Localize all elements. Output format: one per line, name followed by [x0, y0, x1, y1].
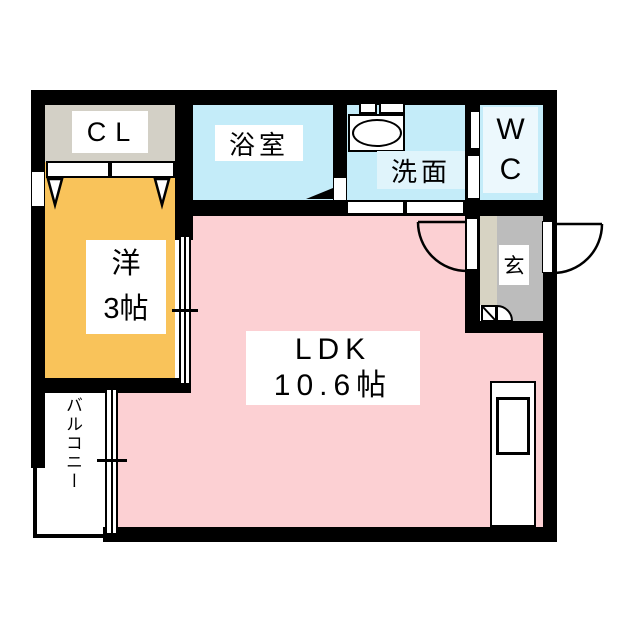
wall-right	[543, 90, 557, 542]
washroom-label: 洗面	[377, 151, 465, 189]
ldk-label-line2: 10.6帖	[273, 369, 393, 402]
ldk-label: LDK 10.6帖	[246, 331, 420, 405]
closet-label-text: CL	[86, 116, 140, 147]
balcony-label: バルコニー	[59, 396, 85, 530]
front-door-leaf	[542, 221, 553, 273]
toilet-label-line1: W	[496, 113, 525, 146]
western-room-label-line2: 3帖	[103, 293, 149, 325]
kitchen-sink	[496, 397, 530, 455]
entrance-step-square-icon	[481, 305, 497, 322]
front-door-arc	[552, 223, 604, 275]
closet-door-panel-left	[46, 161, 110, 178]
closet-label: CL	[72, 111, 148, 153]
entrance-step-diagonal-icon	[481, 305, 497, 322]
wall-below-entrance	[465, 321, 557, 333]
window-gap-left-wall	[32, 172, 44, 206]
ldk-floor-left	[118, 393, 191, 527]
washbasin-bowl	[352, 119, 402, 147]
toilet-door-bar-lower	[468, 156, 479, 198]
washroom-threshold-left	[348, 202, 403, 213]
wall-top	[31, 90, 557, 105]
balcony-window-tick	[97, 459, 127, 462]
bathroom-door-gap	[334, 178, 346, 200]
wall-western-room-bottom	[31, 378, 191, 393]
toilet-label-line2: C	[499, 153, 522, 186]
wall-bottom	[103, 527, 557, 542]
wall-bathroom-washroom	[333, 105, 347, 200]
wall-closet-bathroom	[175, 105, 193, 240]
ldk-label-line1: LDK	[294, 333, 372, 366]
closet-door-panel-right	[110, 161, 175, 178]
vanity-top-left	[359, 102, 377, 114]
entrance-label: 玄	[499, 245, 529, 285]
washroom-label-text: 洗面	[390, 156, 451, 187]
toilet-door-bar-upper	[471, 112, 479, 148]
entrance-label-text: 玄	[503, 255, 525, 278]
balcony-label-text: バルコニー	[63, 396, 82, 491]
washroom-threshold-right	[407, 202, 463, 213]
western-room-label: 洋 3帖	[86, 240, 166, 334]
hall-door-leaf	[466, 218, 478, 270]
toilet-label: W C	[483, 107, 538, 193]
bathroom-label: 浴室	[215, 125, 303, 161]
entrance-step-strip	[480, 216, 497, 305]
wall-left	[31, 90, 45, 468]
bathroom-label-text: 浴室	[228, 129, 289, 160]
vanity-top-right	[379, 102, 405, 114]
western-room-door-tick	[172, 309, 198, 312]
western-room-label-line1: 洋	[111, 248, 141, 280]
